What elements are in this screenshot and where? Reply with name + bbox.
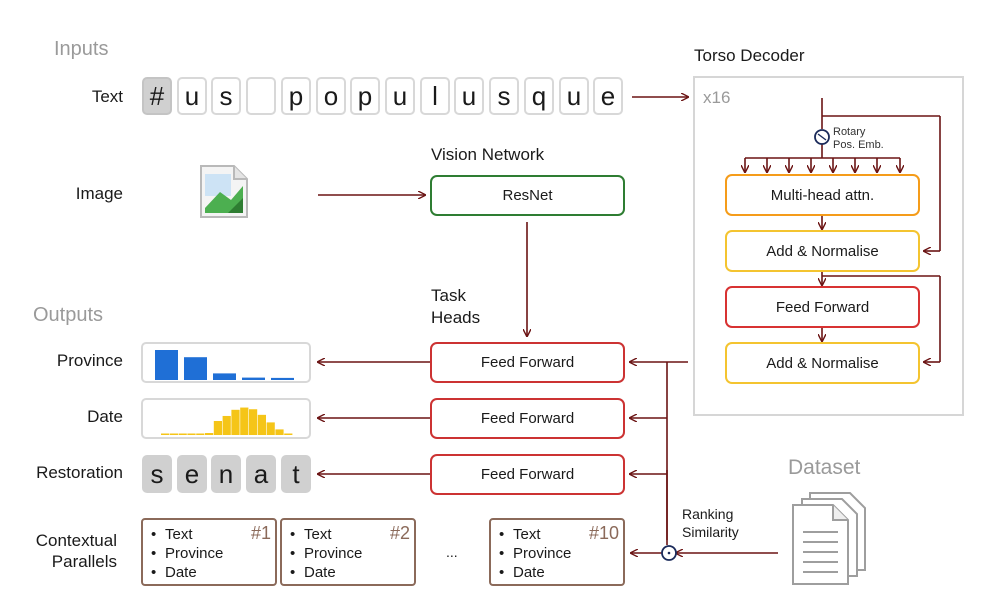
chart-bar: [155, 350, 178, 380]
task-heads-title-line2: Heads: [431, 308, 481, 327]
restoration-char-box: t: [281, 455, 311, 493]
parallel-item: Date: [151, 563, 275, 582]
chart-bar: [213, 373, 236, 380]
chart-bar: [169, 433, 178, 435]
feed-forward-restoration-node: Feed Forward: [430, 454, 625, 495]
add-normalise-node: Add & Normalise: [725, 342, 920, 384]
restoration-char-box: a: [246, 455, 276, 493]
text-char-box: u: [559, 77, 589, 115]
text-char-box: p: [281, 77, 311, 115]
chart-bar: [187, 433, 196, 435]
text-char-box: u: [177, 77, 207, 115]
text-char-box: o: [316, 77, 346, 115]
province-row-label: Province: [56, 351, 123, 370]
resnet-node: ResNet: [430, 175, 625, 216]
contextual-row-label-line2: Parallels: [51, 552, 117, 571]
restoration-char-box: e: [177, 455, 207, 493]
chart-bar: [266, 422, 275, 435]
restoration-char-box: n: [211, 455, 241, 493]
inputs-title: Inputs: [54, 38, 109, 60]
text-char-box: l: [420, 77, 450, 115]
feed-forward-province-node: Feed Forward: [430, 342, 625, 383]
feed-forward-date-node: Feed Forward: [430, 398, 625, 439]
add-normalise-node: Add & Normalise: [725, 230, 920, 272]
image-row-label: Image: [75, 184, 123, 203]
text-char-box: s: [489, 77, 519, 115]
torso-decoder-title: Torso Decoder: [694, 46, 805, 65]
parallel-card: #1 Text Province Date: [141, 518, 277, 586]
repeat-count: x16: [703, 88, 731, 107]
date-row-label: Date: [87, 407, 123, 426]
parallels-ellipsis: ...: [446, 544, 458, 560]
text-char-box: e: [593, 77, 623, 115]
text-char-box: u: [454, 77, 484, 115]
contextual-row-label-line1: Contextual: [35, 531, 117, 550]
chart-bar: [249, 409, 258, 435]
text-row-label: Text: [91, 87, 123, 106]
ranking-label-line1: Ranking: [682, 506, 734, 522]
parallel-item: Date: [290, 563, 414, 582]
parallel-item: Text: [290, 525, 414, 544]
parallel-item: Province: [290, 544, 414, 563]
multi-head-attention-node: Multi-head attn.: [725, 174, 920, 216]
chart-bar: [284, 433, 293, 435]
parallel-card: #2 Text Province Date: [280, 518, 416, 586]
chart-bar: [222, 415, 231, 435]
text-char-box: s: [211, 77, 241, 115]
text-char-box: #: [142, 77, 172, 115]
text-char-box: q: [524, 77, 554, 115]
chart-bar: [271, 377, 294, 380]
chart-bar: [242, 377, 265, 380]
text-char-box: u: [385, 77, 415, 115]
chart-bar: [257, 414, 266, 435]
vision-network-title: Vision Network: [431, 145, 545, 164]
parallel-item: Province: [499, 544, 623, 563]
chart-bar: [196, 433, 205, 435]
ranking-label-line2: Similarity: [682, 524, 739, 540]
parallel-item: Province: [151, 544, 275, 563]
parallel-item: Text: [151, 525, 275, 544]
rotary-label-line2: Pos. Emb.: [833, 139, 884, 151]
restoration-row-label: Restoration: [36, 463, 123, 482]
parallel-item: Text: [499, 525, 623, 544]
restoration-char-box: s: [142, 455, 172, 493]
image-icon: [200, 165, 248, 218]
task-heads-title-line1: Task: [431, 286, 466, 305]
chart-bar: [240, 407, 249, 435]
text-char-box: [246, 77, 276, 115]
date-chart: [141, 398, 311, 439]
chart-bar: [231, 409, 240, 435]
rotary-label-line1: Rotary: [833, 126, 866, 138]
province-chart: [141, 342, 311, 383]
chart-bar: [213, 421, 222, 435]
chart-bar: [184, 357, 207, 380]
chart-bar: [178, 433, 187, 435]
torso-feed-forward-node: Feed Forward: [725, 286, 920, 328]
dataset-title: Dataset: [788, 456, 861, 479]
chart-bar: [275, 429, 284, 435]
dataset-icon: [792, 492, 866, 585]
text-char-box: p: [350, 77, 380, 115]
chart-bar: [161, 433, 170, 435]
torso-decoder-block: [693, 76, 964, 416]
chart-bar: [205, 433, 214, 435]
parallel-item: Date: [499, 563, 623, 582]
parallel-card: #10 Text Province Date: [489, 518, 625, 586]
outputs-title: Outputs: [33, 304, 104, 326]
